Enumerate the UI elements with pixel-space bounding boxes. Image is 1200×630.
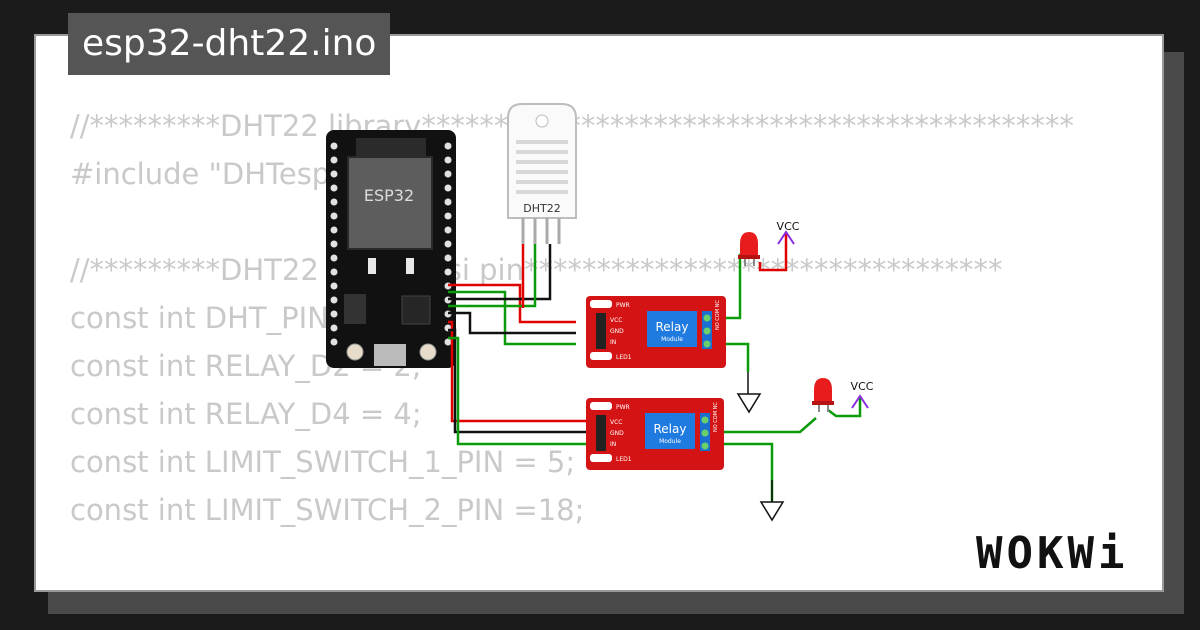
- esp32-chip-label: ESP32: [364, 186, 414, 205]
- relay-2-vcc: VCC: [610, 419, 622, 426]
- code-line: const int LIMIT_SWITCH_2_PIN =18;: [70, 493, 585, 527]
- ground-symbol-1: [736, 372, 762, 414]
- file-title-tag[interactable]: esp32-dht22.ino: [68, 13, 391, 75]
- relay-2-terminals: NO COM NC: [713, 402, 719, 432]
- relay-2-in: IN: [610, 441, 616, 448]
- wokwi-logo: WOKWi: [976, 528, 1129, 579]
- led-1[interactable]: [738, 232, 760, 266]
- relay-1-pwr: PWR: [616, 302, 630, 309]
- relay-2-led: LED1: [616, 456, 632, 463]
- code-line: DHTesp dhtSensor;: [70, 582, 1074, 590]
- relay-2-title: Relay: [654, 422, 687, 436]
- esp32-board[interactable]: ESP32: [326, 130, 456, 368]
- relay-2-subtitle: Module: [659, 438, 681, 445]
- relay-1-gnd: GND: [610, 328, 624, 335]
- ground-symbol-2: [759, 480, 785, 522]
- relay-1-title: Relay: [656, 320, 689, 334]
- relay-1-subtitle: Module: [661, 336, 683, 343]
- vcc-symbol-2: VCC: [851, 380, 874, 409]
- vcc-label-1: VCC: [777, 220, 800, 233]
- relay-1-in: IN: [610, 339, 616, 346]
- vcc-label-2: VCC: [851, 380, 874, 393]
- relay-1-terminals: NO COM NC: [715, 300, 721, 330]
- led-2[interactable]: [812, 378, 834, 412]
- vcc-symbol-1: VCC: [777, 220, 800, 245]
- relay-2-gnd: GND: [610, 430, 624, 437]
- dht22-sensor[interactable]: DHT22: [507, 103, 577, 244]
- relay-2-pwr: PWR: [616, 404, 630, 411]
- relay-1-vcc: VCC: [610, 317, 622, 324]
- code-line: const int LIMIT_SWITCH_1_PIN = 5;: [70, 445, 576, 479]
- relay-module-2[interactable]: Relay Module NO COM NC PWR LED1 VCC GND …: [586, 398, 724, 470]
- relay-module-1[interactable]: Relay Module NO COM NC PWR LED1 VCC GND …: [586, 296, 726, 368]
- dht22-label: DHT22: [523, 202, 560, 215]
- relay-1-led: LED1: [616, 354, 632, 361]
- code-line: const int RELAY_D4 = 4;: [70, 397, 422, 431]
